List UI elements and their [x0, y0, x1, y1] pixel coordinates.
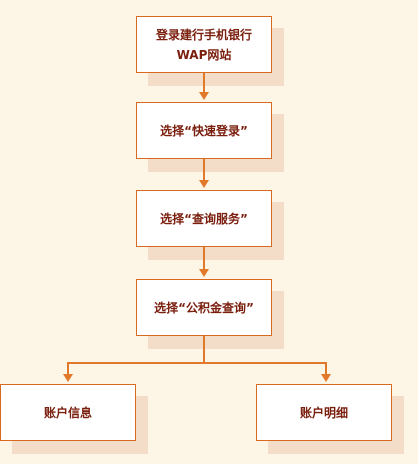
- node-fund-query: 选择“公积金查询”: [136, 279, 272, 336]
- connector-query-service-to-fund-query: [203, 246, 205, 269]
- arrowhead-account-detail: [321, 374, 331, 382]
- node-login-line2: WAP网站: [176, 47, 232, 62]
- connector-login-to-quick-login: [203, 72, 205, 92]
- node-quick-login-label: 选择“快速登录”: [160, 123, 248, 138]
- node-account-detail-label: 账户明细: [299, 405, 348, 420]
- arrowhead-quick-login: [199, 92, 209, 100]
- node-account-info: 账户信息: [0, 384, 136, 441]
- arrowhead-account-info: [63, 374, 73, 382]
- arrowhead-query-service: [199, 180, 209, 188]
- connector-fund-query-stem: [203, 335, 205, 364]
- node-quick-login: 选择“快速登录”: [136, 102, 272, 159]
- node-query-service: 选择“查询服务”: [136, 190, 272, 247]
- node-query-service-label: 选择“查询服务”: [160, 211, 248, 226]
- connector-branch-horizontal: [67, 362, 327, 364]
- arrowhead-fund-query: [199, 269, 209, 277]
- connector-branch-left: [67, 362, 69, 374]
- node-login-line1: 登录建行手机银行: [155, 27, 252, 42]
- node-fund-query-label: 选择“公积金查询”: [154, 300, 254, 315]
- node-account-info-label: 账户信息: [43, 405, 92, 420]
- node-login: 登录建行手机银行 WAP网站: [136, 16, 272, 73]
- connector-quick-login-to-query-service: [203, 158, 205, 180]
- connector-branch-right: [325, 362, 327, 374]
- node-account-detail: 账户明细: [256, 384, 392, 441]
